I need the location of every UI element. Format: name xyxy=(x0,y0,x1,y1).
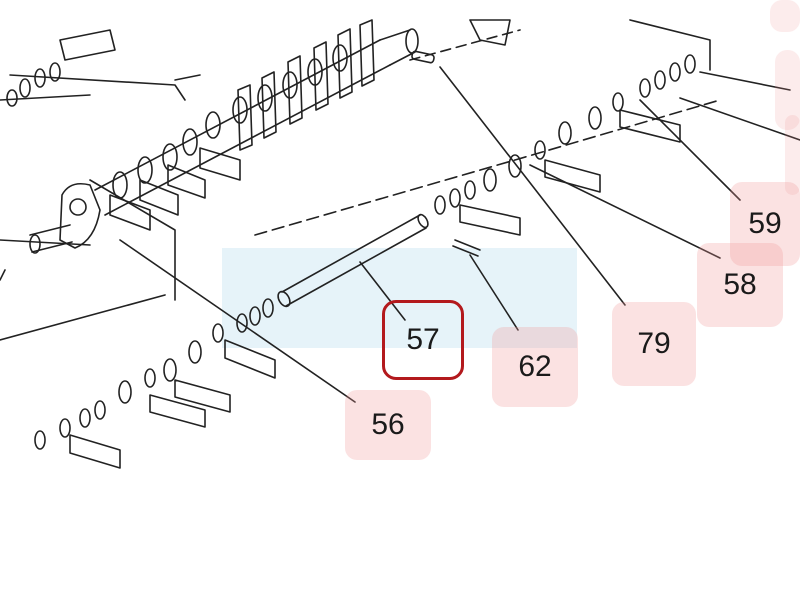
centerline xyxy=(409,29,521,61)
camshaft-end-cap xyxy=(405,28,419,54)
cam-plates xyxy=(109,19,375,231)
leader-59 xyxy=(639,99,741,201)
leader-58 xyxy=(529,164,721,259)
stub-shaft xyxy=(29,224,73,253)
camshaft-top xyxy=(94,39,381,191)
key-79 xyxy=(411,50,435,64)
shaft-57-top xyxy=(281,214,421,293)
shaft-57-end xyxy=(277,290,291,308)
callout-57-selected[interactable]: 57 xyxy=(382,300,464,380)
washers-left xyxy=(6,62,61,107)
upper-part xyxy=(469,19,511,46)
camshaft-bottom xyxy=(104,64,391,216)
cam-rollers xyxy=(112,44,348,199)
callout-offscreen-corner[interactable] xyxy=(770,0,800,32)
frame-line xyxy=(629,19,711,71)
frame-line xyxy=(0,269,6,281)
callout-56[interactable]: 56 xyxy=(345,390,431,460)
leader-79 xyxy=(439,66,626,306)
leader-62 xyxy=(469,254,519,331)
frame-line xyxy=(9,74,186,101)
frame-line xyxy=(0,239,91,246)
washers-mid xyxy=(212,54,696,379)
frame-line xyxy=(0,294,166,341)
callout-offscreen-mid[interactable] xyxy=(785,115,800,195)
callout-79[interactable]: 79 xyxy=(612,302,696,386)
washers-lower xyxy=(34,179,231,469)
leader-offscreen xyxy=(679,97,800,141)
camshaft-end xyxy=(379,29,416,66)
bracket xyxy=(59,182,101,249)
pin-62 xyxy=(452,245,479,257)
frame-line xyxy=(174,74,201,81)
frame-line xyxy=(0,94,91,101)
callout-59[interactable]: 59 xyxy=(730,182,800,266)
leader-offscreen xyxy=(699,71,791,91)
shaft-57-bottom xyxy=(285,227,427,307)
pin-62 xyxy=(454,239,481,251)
upper-part xyxy=(59,29,116,61)
callout-62[interactable]: 62 xyxy=(492,327,578,407)
leader-57 xyxy=(359,261,406,321)
callout-58[interactable]: 58 xyxy=(697,243,783,327)
highlight-band xyxy=(222,248,577,348)
shaft-57-end xyxy=(417,213,429,229)
bracket-hole xyxy=(69,198,87,216)
callout-offscreen-top[interactable] xyxy=(775,50,800,130)
leader-56 xyxy=(119,239,356,403)
centerline xyxy=(254,99,721,236)
stub-end xyxy=(29,234,41,254)
